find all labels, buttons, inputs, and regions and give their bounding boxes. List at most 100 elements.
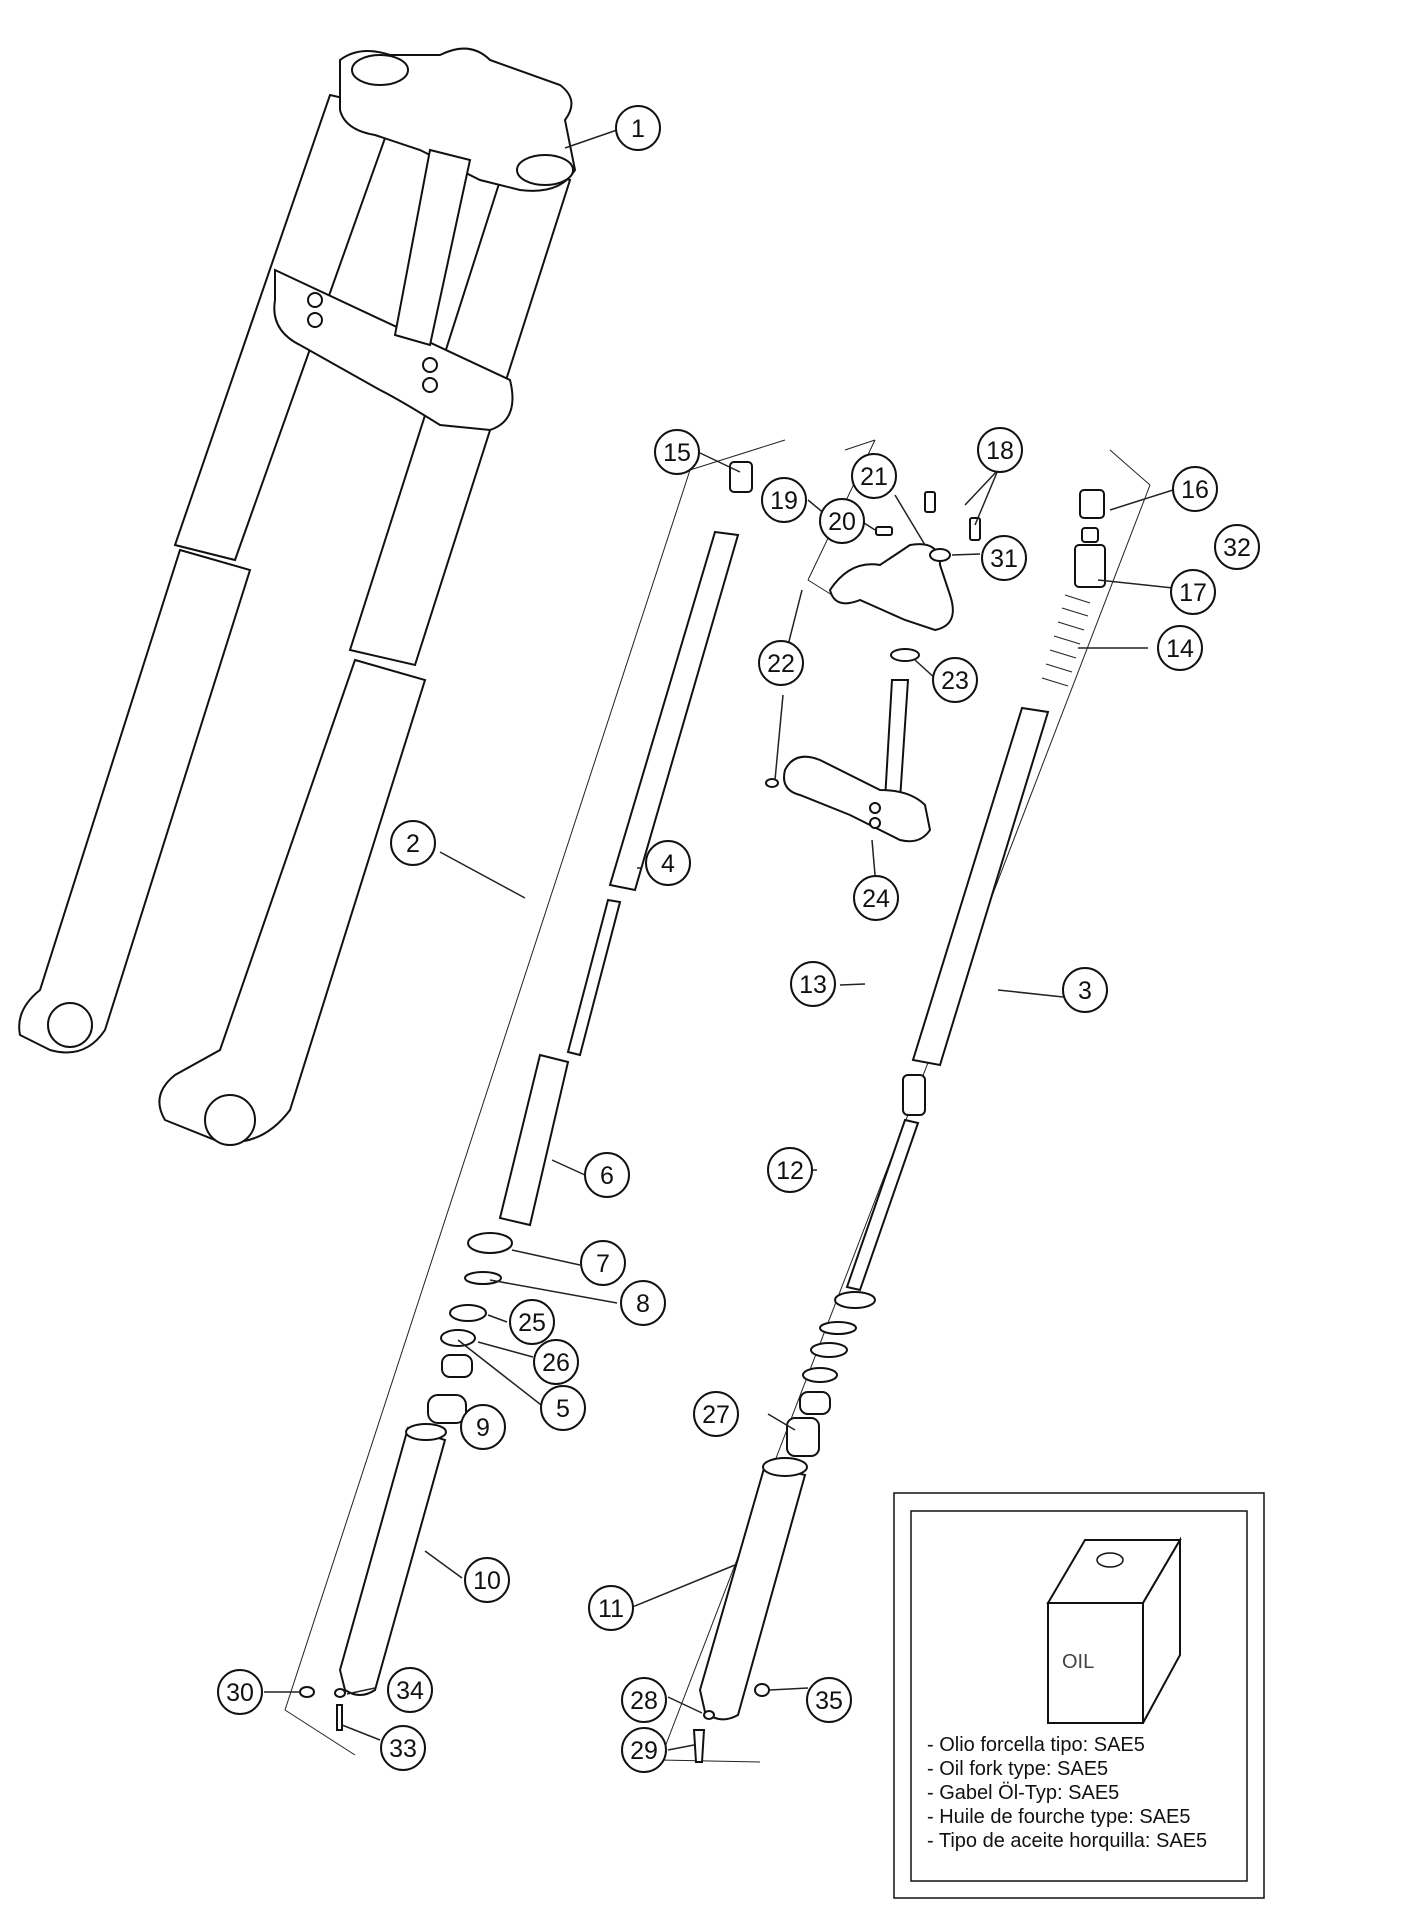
callout-circle — [853, 875, 899, 921]
callout-13: 13 — [790, 961, 836, 1007]
callout-number: 3 — [1078, 977, 1092, 1005]
callout-number: 13 — [799, 971, 827, 999]
oil-can-icon: OIL — [1046, 1536, 1182, 1724]
callout-26: 26 — [533, 1339, 579, 1385]
callout-circle — [615, 105, 661, 151]
callout-circle — [977, 427, 1023, 473]
callout-number: 25 — [518, 1309, 546, 1337]
callout-31: 31 — [981, 535, 1027, 581]
callout-circle — [758, 640, 804, 686]
callout-16: 16 — [1172, 466, 1218, 512]
steering-head-group — [765, 439, 981, 843]
callout-21: 21 — [851, 453, 897, 499]
callout-5: 5 — [540, 1385, 586, 1431]
callout-circle — [1214, 524, 1260, 570]
callout-number: 26 — [542, 1349, 570, 1377]
callout-19: 19 — [761, 477, 807, 523]
callout-24: 24 — [853, 875, 899, 921]
oil-spec-box: OIL - Olio forcella tipo: SAE5 - Oil for… — [893, 1492, 1265, 1899]
callout-number: 12 — [776, 1157, 804, 1185]
callout-number: 31 — [990, 545, 1018, 573]
callout-number: 32 — [1223, 534, 1251, 562]
callout-6: 6 — [584, 1152, 630, 1198]
callout-circle — [1062, 967, 1108, 1013]
callout-number: 7 — [596, 1250, 610, 1278]
callout-number: 21 — [860, 463, 888, 491]
callout-circle — [654, 429, 700, 475]
callout-circle — [464, 1557, 510, 1603]
callout-9: 9 — [460, 1404, 506, 1450]
callout-circle — [761, 477, 807, 523]
callout-number: 23 — [941, 667, 969, 695]
callout-circle — [819, 498, 865, 544]
callout-34: 34 — [387, 1667, 433, 1713]
callout-number: 18 — [986, 437, 1014, 465]
callout-circle — [806, 1677, 852, 1723]
callout-circle — [621, 1677, 667, 1723]
callout-23: 23 — [932, 657, 978, 703]
callout-7: 7 — [580, 1240, 626, 1286]
callout-1: 1 — [615, 105, 661, 151]
callout-circle — [584, 1152, 630, 1198]
callout-circle — [790, 961, 836, 1007]
callout-number: 34 — [396, 1677, 424, 1705]
callout-3: 3 — [1062, 967, 1108, 1013]
oil-note-es: - Tipo de aceite horquilla: SAE5 — [927, 1830, 1207, 1852]
callout-circle — [1172, 466, 1218, 512]
callout-number: 29 — [630, 1737, 658, 1765]
callout-number: 33 — [389, 1735, 417, 1763]
callout-14: 14 — [1157, 625, 1203, 671]
callout-circle — [1157, 625, 1203, 671]
callout-circle — [693, 1391, 739, 1437]
callout-number: 16 — [1181, 476, 1209, 504]
oil-note-it: - Olio forcella tipo: SAE5 — [927, 1734, 1145, 1756]
callout-number: 10 — [473, 1567, 501, 1595]
callout-number: 24 — [862, 885, 890, 913]
callout-8: 8 — [620, 1280, 666, 1326]
callout-number: 20 — [828, 508, 856, 536]
callout-12: 12 — [767, 1147, 813, 1193]
oil-note-fr: - Huile de fourche type: SAE5 — [927, 1806, 1190, 1828]
left-leg-exploded — [284, 439, 786, 1756]
callout-circle — [509, 1299, 555, 1345]
callout-number: 28 — [630, 1687, 658, 1715]
callout-number: 14 — [1166, 635, 1194, 663]
callout-4: 4 — [645, 840, 691, 886]
callout-circle — [981, 535, 1027, 581]
callout-number: 6 — [600, 1162, 614, 1190]
callout-10: 10 — [464, 1557, 510, 1603]
callout-29: 29 — [621, 1727, 667, 1773]
callout-number: 8 — [636, 1290, 650, 1318]
callout-number: 2 — [406, 830, 420, 858]
callout-17: 17 — [1170, 569, 1216, 615]
oil-can-label: OIL — [1062, 1651, 1094, 1673]
callout-circle — [621, 1727, 667, 1773]
callout-number: 30 — [226, 1679, 254, 1707]
callout-number: 11 — [598, 1595, 624, 1623]
callout-18: 18 — [977, 427, 1023, 473]
callout-25: 25 — [509, 1299, 555, 1345]
right-leg-exploded — [659, 449, 1151, 1763]
callout-circle — [387, 1667, 433, 1713]
callout-11: 11 — [588, 1585, 634, 1631]
callout-circle — [851, 453, 897, 499]
callout-number: 27 — [702, 1401, 730, 1429]
callout-27: 27 — [693, 1391, 739, 1437]
callout-number: 17 — [1179, 579, 1207, 607]
callout-circle — [533, 1339, 579, 1385]
callout-number: 15 — [663, 439, 691, 467]
oil-note-en: - Oil fork type: SAE5 — [927, 1758, 1108, 1780]
callout-number: 9 — [476, 1414, 490, 1442]
callout-circle — [645, 840, 691, 886]
callout-circle — [380, 1725, 426, 1771]
callout-number: 35 — [815, 1687, 843, 1715]
callout-2: 2 — [390, 820, 436, 866]
callout-33: 33 — [380, 1725, 426, 1771]
callout-15: 15 — [654, 429, 700, 475]
callout-circle — [540, 1385, 586, 1431]
callout-number: 1 — [631, 115, 645, 143]
callout-circle — [588, 1585, 634, 1631]
callout-number: 4 — [661, 850, 675, 878]
callout-number: 19 — [770, 487, 798, 515]
